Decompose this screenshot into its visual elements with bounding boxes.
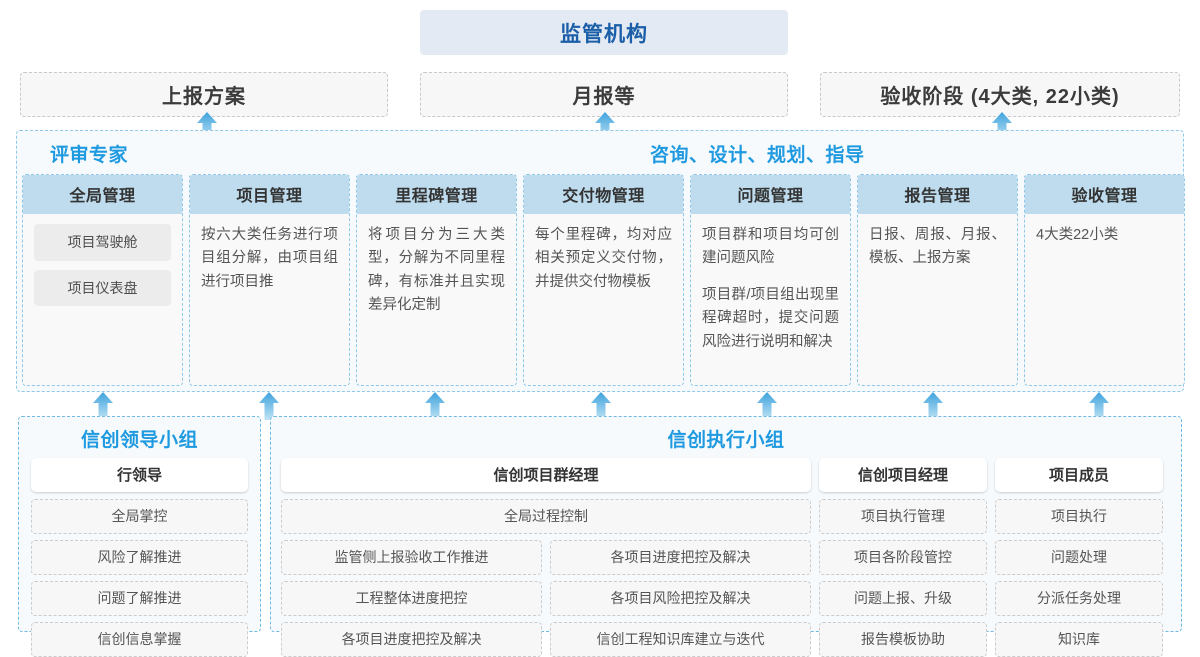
column-paragraph: 项目群和项目均可创建问题风险 [702,227,839,267]
acceptance-stage-label: 验收阶段 (4大类, 22小类) [880,86,1120,108]
task-item[interactable]: 项目各阶段管控 [819,540,987,575]
role-header-program-manager[interactable]: 信创项目群经理 [281,458,811,492]
task-item[interactable]: 问题处理 [995,540,1163,575]
task-item[interactable]: 监管侧上报验收工作推进 [281,540,542,575]
task-item[interactable]: 分派任务处理 [995,581,1163,616]
arrow-up-icon-to-acceptance-mgmt [1088,392,1110,420]
acceptance-stage-box: 验收阶段 (4大类, 22小类) [820,72,1180,117]
column-paragraph: 每个里程碑，均对应相关预定义交付物，并提供交付物模板 [535,227,672,290]
arrow-up-icon-to-deliverable-mgmt [590,392,612,420]
monthly-report-box: 月报等 [420,72,788,117]
arrow-up-icon-to-project-mgmt [258,392,280,420]
column-body: 每个里程碑，均对应相关预定义交付物，并提供交付物模板 [524,214,683,385]
column-body: 项目驾驶舱 项目仪表盘 [23,214,182,385]
column-body: 项目群和项目均可创建问题风险 项目群/项目组出现里程碑超时，提交问题风险进行说明… [691,214,850,385]
column-deliverable-management[interactable]: 交付物管理 每个里程碑，均对应相关预定义交付物，并提供交付物模板 [523,174,684,386]
arrow-up-icon-to-plan [196,112,218,140]
leadership-group-title: 信创领导小组 [80,430,198,451]
arrow-up-icon-to-global-mgmt [92,392,114,420]
program-manager-task-grid: 监管侧上报验收工作推进 工程整体进度把控 各项目进度把控及解决 各项目进度把控及… [281,540,811,657]
execution-group: 信创执行小组 信创项目群经理 全局过程控制 监管侧上报验收工作推进 工程整体进度… [270,416,1182,657]
column-body: 将项目分为三大类型，分解为不同里程碑，有标准并且实现差异化定制 [357,214,516,385]
column-header: 验收管理 [1025,175,1184,214]
arrow-up-icon-to-acceptance [991,112,1013,140]
column-project-management[interactable]: 项目管理 按六大类任务进行项目组分解，由项目组进行项目推 [189,174,350,386]
execution-group-title: 信创执行小组 [667,430,785,451]
column-acceptance-management[interactable]: 验收管理 4大类22小类 [1024,174,1185,386]
task-item[interactable]: 各项目风险把控及解决 [550,581,811,616]
column-header: 问题管理 [691,175,850,214]
column-header: 项目管理 [190,175,349,214]
task-item[interactable]: 信创工程知识库建立与迭代 [550,622,811,657]
task-item[interactable]: 知识库 [995,622,1163,657]
arrow-up-icon-to-report-mgmt [922,392,944,420]
chip-item[interactable]: 项目仪表盘 [34,269,171,307]
band-title-expert: 评审专家 [50,145,129,166]
column-body: 按六大类任务进行项目组分解，由项目组进行项目推 [190,214,349,385]
task-item[interactable]: 问题了解推进 [31,581,248,616]
role-header-project-manager[interactable]: 信创项目经理 [819,458,987,492]
column-global-management[interactable]: 全局管理 项目驾驶舱 项目仪表盘 [22,174,183,386]
column-header: 报告管理 [858,175,1017,214]
task-item[interactable]: 风险了解推进 [31,540,248,575]
column-header: 里程碑管理 [357,175,516,214]
role-project-manager: 信创项目经理 项目执行管理 项目各阶段管控 问题上报、升级 报告模板协助 [819,458,987,657]
band-title-consulting: 咨询、设计、规划、指导 [650,145,865,166]
column-paragraph: 4大类22小类 [1036,227,1119,243]
task-item[interactable]: 项目执行管理 [819,499,987,534]
column-body: 日报、周报、月报、模板、上报方案 [858,214,1017,385]
role-program-manager: 信创项目群经理 全局过程控制 监管侧上报验收工作推进 工程整体进度把控 各项目进… [281,458,811,657]
task-item[interactable]: 报告模板协助 [819,622,987,657]
role-project-member: 项目成员 项目执行 问题处理 分派任务处理 知识库 [995,458,1163,657]
column-paragraph: 将项目分为三大类型，分解为不同里程碑，有标准并且实现差异化定制 [368,227,505,314]
column-header: 交付物管理 [524,175,683,214]
column-header: 全局管理 [23,175,182,214]
task-item[interactable]: 各项目进度把控及解决 [281,622,542,657]
task-item[interactable]: 信创信息掌握 [31,622,248,657]
management-columns: 全局管理 项目驾驶舱 项目仪表盘 项目管理 按六大类任务进行项目组分解，由项目组… [22,174,1185,386]
task-item[interactable]: 问题上报、升级 [819,581,987,616]
task-item[interactable]: 全局过程控制 [281,499,811,534]
monthly-report-label: 月报等 [572,86,636,108]
column-report-management[interactable]: 报告管理 日报、周报、月报、模板、上报方案 [857,174,1018,386]
column-milestone-management[interactable]: 里程碑管理 将项目分为三大类型，分解为不同里程碑，有标准并且实现差异化定制 [356,174,517,386]
report-plan-box: 上报方案 [20,72,388,117]
task-item[interactable]: 工程整体进度把控 [281,581,542,616]
arrow-up-icon-to-milestone-mgmt [424,392,446,420]
column-body: 4大类22小类 [1025,214,1184,385]
task-item[interactable]: 项目执行 [995,499,1163,534]
task-item[interactable]: 各项目进度把控及解决 [550,540,811,575]
chip-item[interactable]: 项目驾驶舱 [34,224,171,261]
leadership-group: 信创领导小组 行领导 全局掌控 风险了解推进 问题了解推进 信创信息掌握 [18,416,261,657]
program-manager-tasks-right: 各项目进度把控及解决 各项目风险把控及解决 信创工程知识库建立与迭代 [550,540,811,657]
program-manager-tasks-left: 监管侧上报验收工作推进 工程整体进度把控 各项目进度把控及解决 [281,540,542,657]
role-header-project-member[interactable]: 项目成员 [995,458,1163,492]
column-paragraph: 项目群/项目组出现里程碑超时，提交问题风险进行说明和解决 [702,286,839,350]
regulator-label: 监管机构 [560,22,648,46]
column-paragraph: 日报、周报、月报、模板、上报方案 [869,227,1006,267]
execution-role-columns: 信创项目群经理 全局过程控制 监管侧上报验收工作推进 工程整体进度把控 各项目进… [281,458,1171,657]
task-item[interactable]: 全局掌控 [31,499,248,534]
column-issue-management[interactable]: 问题管理 项目群和项目均可创建问题风险 项目群/项目组出现里程碑超时，提交问题风… [690,174,851,386]
arrow-up-icon-to-monthly [594,112,616,140]
arrow-up-icon-to-issue-mgmt [756,392,778,420]
role-header-bank-leader[interactable]: 行领导 [31,458,248,492]
report-plan-label: 上报方案 [162,86,246,108]
column-paragraph: 按六大类任务进行项目组分解，由项目组进行项目推 [201,227,338,290]
regulator-box: 监管机构 [420,10,788,55]
